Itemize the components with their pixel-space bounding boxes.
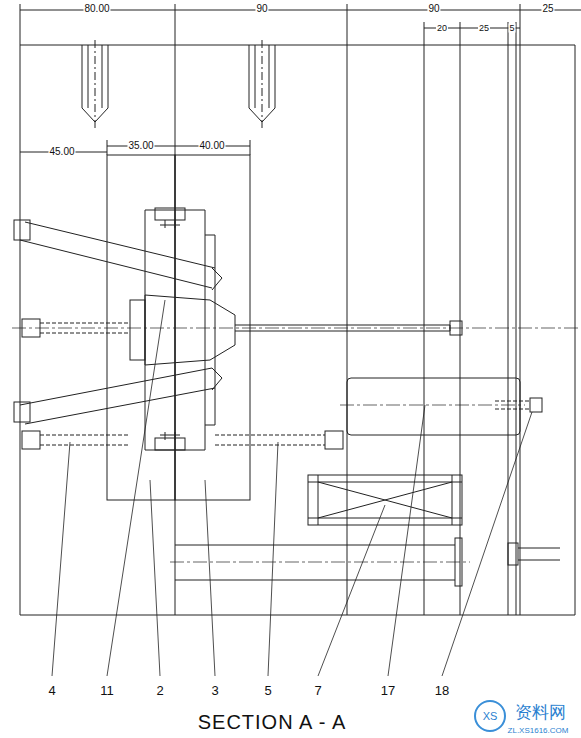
drawing-stroke <box>145 210 205 450</box>
drawing-stroke <box>107 140 108 155</box>
drawing-stroke <box>14 220 30 240</box>
drawing-stroke <box>205 480 215 676</box>
callout-number: 11 <box>99 684 115 697</box>
drawing-stroke <box>20 615 575 616</box>
drawing-stroke <box>170 562 470 563</box>
drawing-stroke <box>12 4 581 676</box>
drawing-stroke <box>150 480 160 676</box>
drawing-stroke <box>215 435 325 445</box>
drawing-stroke <box>160 220 180 440</box>
drawing-stroke <box>107 155 175 500</box>
drawing-stroke <box>14 402 30 422</box>
drawing-stroke <box>95 40 96 128</box>
dimension: 90 <box>427 4 440 14</box>
drawing-stroke <box>325 431 343 449</box>
drawing-stroke <box>508 543 518 565</box>
drawing-stroke <box>175 155 250 500</box>
drawing-stroke <box>262 40 263 128</box>
drawing-stroke <box>460 22 461 615</box>
drawing-stroke <box>175 545 455 580</box>
dimension: 90 <box>255 4 268 14</box>
drawing-stroke <box>12 328 578 329</box>
drawing-stroke <box>40 435 130 445</box>
dimension: 35.00 <box>127 141 154 151</box>
drawing-stroke <box>575 45 576 615</box>
drawing-stroke <box>22 431 40 449</box>
watermark-logo <box>475 701 505 731</box>
drawing-stroke <box>212 268 222 290</box>
drawing-stroke <box>508 22 509 615</box>
callout-number: 18 <box>434 684 450 697</box>
drawing-stroke <box>155 438 185 450</box>
drawing-stroke <box>442 412 532 676</box>
drawing-stroke <box>235 325 450 331</box>
drawing-stroke <box>475 701 505 731</box>
dimension: 40.00 <box>198 141 225 151</box>
drawing-stroke <box>20 222 215 288</box>
drawing-stroke <box>318 482 452 518</box>
drawing-stroke <box>107 300 165 676</box>
drawing-stroke <box>318 505 385 676</box>
drawing-stroke <box>52 300 532 676</box>
dimension: 5 <box>508 24 515 33</box>
drawing-stroke <box>268 442 278 676</box>
drawing-stroke <box>308 475 462 525</box>
drawing-stroke <box>40 323 130 333</box>
drawing-stroke <box>424 22 425 615</box>
drawing-stroke <box>20 45 21 615</box>
drawing-stroke <box>308 475 462 525</box>
drawing-stroke <box>250 140 251 155</box>
drawing-stroke <box>516 22 517 615</box>
drawing-stroke <box>450 321 462 335</box>
drawing-stroke <box>145 295 235 365</box>
drawing-stroke <box>347 378 520 435</box>
dimension: 25 <box>478 24 490 33</box>
callout-number: 3 <box>210 684 219 697</box>
callout-number: 17 <box>380 684 396 697</box>
drawing-stroke <box>212 368 222 390</box>
drawing-stroke <box>155 208 185 220</box>
drawing-stroke <box>340 405 525 406</box>
drawing-stroke <box>22 319 40 337</box>
drawing-stroke <box>130 300 145 360</box>
drawing-stroke <box>388 405 425 676</box>
drawing-stroke <box>20 4 21 45</box>
drawing-stroke <box>518 548 560 560</box>
callout-number: 2 <box>155 684 164 697</box>
drawing-stroke <box>530 398 542 412</box>
dimension: 80.00 <box>83 4 110 14</box>
dimension: 20 <box>436 24 448 33</box>
dimension: 25 <box>541 4 554 14</box>
watermark: XS <box>482 711 499 722</box>
callout-number: 7 <box>313 684 322 697</box>
drawing-stroke <box>347 4 348 615</box>
callout-number: 4 <box>47 684 56 697</box>
drawing-stroke <box>205 235 215 425</box>
drawing-stroke <box>520 4 521 615</box>
callout-number: 5 <box>263 684 272 697</box>
dimension: 45.00 <box>48 147 75 157</box>
drawing-stroke <box>52 442 70 676</box>
drawing-stroke <box>20 368 215 424</box>
drawing-stroke <box>20 45 575 46</box>
watermark: 资料网 <box>514 704 567 721</box>
drawing-stroke <box>40 323 530 445</box>
section-caption: SECTION A - A <box>197 712 348 732</box>
watermark: ZL.XS1616.COM <box>507 727 570 735</box>
